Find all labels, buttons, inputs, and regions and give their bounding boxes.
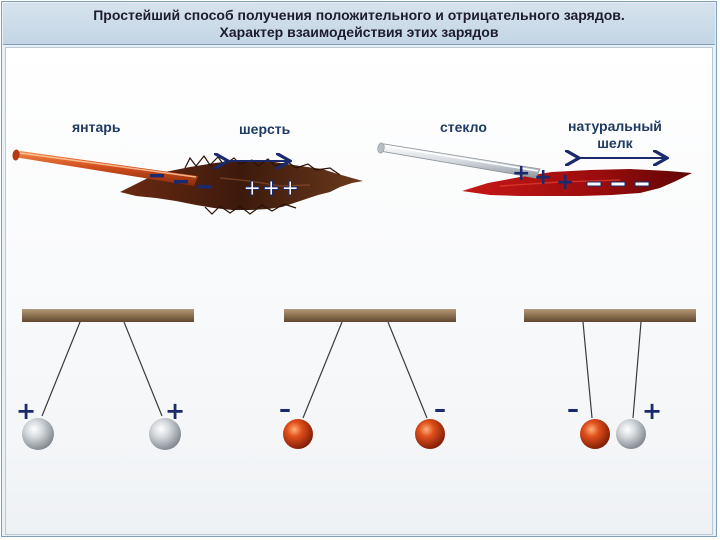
silk-cloth	[462, 169, 692, 196]
ball-negative-3a	[580, 419, 610, 449]
charge-minus-2b: –	[434, 395, 446, 423]
label-silk-line-2: шелк	[597, 135, 633, 151]
thread-3b	[632, 321, 642, 419]
pendulum-pair-negative: – –	[279, 309, 456, 449]
slide-title-line-1: Простейший способ получения положительно…	[93, 7, 625, 23]
thread-1b	[123, 321, 163, 417]
label-silk-line-1: натуральный	[568, 118, 662, 134]
charge-plus-1a: +	[16, 397, 36, 425]
amber-rod	[12, 149, 198, 186]
charge-plus-3b: +	[642, 397, 662, 425]
glass-rod	[377, 142, 541, 179]
pendulum-pair-opposite: – +	[524, 309, 696, 449]
illustration-panel	[5, 47, 713, 535]
glass-plus-1: +	[512, 161, 530, 186]
wool-plus-3: +	[281, 176, 299, 201]
silk-minus-3	[634, 181, 650, 187]
ball-positive-1b	[149, 418, 181, 450]
beam-3	[524, 309, 696, 322]
amber-minus-2	[174, 180, 188, 184]
silk-minus-1	[586, 181, 602, 187]
slide-title-line-2: Характер взаимодействия этих зарядов	[219, 24, 499, 40]
amber-minus-1	[150, 174, 164, 178]
silk-minus-2	[610, 181, 626, 187]
label-wool: шерсть	[239, 121, 291, 137]
ball-negative-2a	[283, 419, 313, 449]
glass-charges: + + +	[512, 161, 574, 195]
pendulum-pair-positive: + +	[16, 309, 194, 450]
thread-1a	[41, 321, 81, 417]
wool-plus-2: +	[262, 176, 280, 201]
amber-charges	[150, 174, 212, 189]
glass-plus-3: +	[556, 170, 574, 195]
title-bar: Простейший способ получения положительно…	[3, 3, 715, 45]
silk-charges	[586, 181, 650, 187]
wool-plus-1: +	[243, 176, 261, 201]
label-glass: стекло	[440, 119, 487, 135]
label-amber: янтарь	[72, 119, 121, 135]
charge-minus-2a: –	[279, 395, 291, 423]
amber-minus-3	[198, 185, 212, 189]
ball-negative-2b	[415, 419, 445, 449]
charge-plus-1b: +	[165, 397, 185, 425]
wool-cloth	[120, 154, 363, 215]
thread-3a	[582, 321, 593, 419]
ball-positive-3b	[616, 419, 646, 449]
ball-positive-1a	[22, 418, 54, 450]
thread-2a	[302, 321, 343, 419]
wool-charges: + + +	[243, 176, 300, 202]
glass-plus-2: +	[534, 165, 552, 190]
beam-2	[284, 309, 456, 322]
thread-2b	[387, 321, 428, 419]
label-silk: натуральный шелк	[568, 118, 662, 151]
beam-1	[22, 309, 194, 322]
charge-minus-3a: –	[567, 395, 579, 423]
